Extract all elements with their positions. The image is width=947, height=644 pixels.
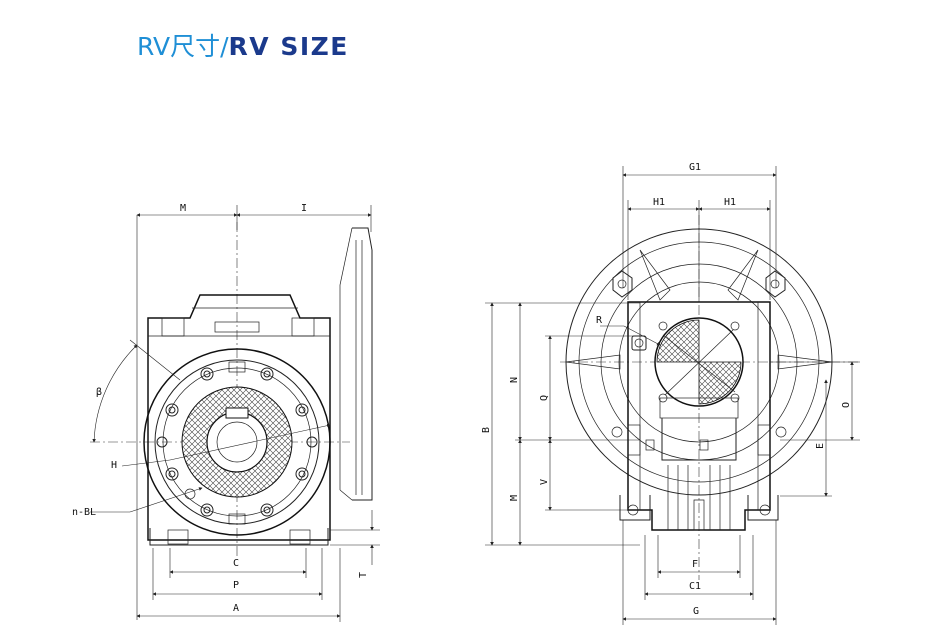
right-view: G1 H1 H1: [481, 162, 860, 625]
label-beta: β: [96, 387, 102, 398]
label-I: I: [301, 203, 307, 214]
label-C1: C1: [689, 581, 701, 592]
label-A: A: [233, 603, 239, 614]
label-nBL: n-BL: [72, 507, 96, 518]
label-R: R: [596, 315, 603, 326]
label-H1-left: H1: [653, 197, 665, 208]
title-prefix: RV尺寸/: [137, 32, 229, 61]
label-T: T: [358, 572, 369, 578]
label-F: F: [692, 559, 698, 570]
label-N: N: [509, 377, 520, 383]
label-E: E: [815, 443, 826, 449]
label-V: V: [539, 479, 550, 485]
label-P: P: [233, 580, 239, 591]
label-H: H: [111, 460, 117, 471]
label-G1: G1: [689, 162, 701, 173]
label-Q: Q: [539, 395, 550, 401]
label-G: G: [693, 606, 699, 617]
label-C: C: [233, 558, 239, 569]
label-M-top: M: [180, 203, 186, 214]
label-O: O: [841, 402, 852, 408]
page-title: RV尺寸/RV SIZE: [137, 30, 349, 64]
label-B: B: [481, 427, 492, 433]
label-H1-right: H1: [724, 197, 736, 208]
title-main: RV SIZE: [228, 32, 349, 61]
left-view: β H n-BL C P A T M I: [72, 203, 380, 622]
label-M-right: M: [509, 495, 520, 501]
